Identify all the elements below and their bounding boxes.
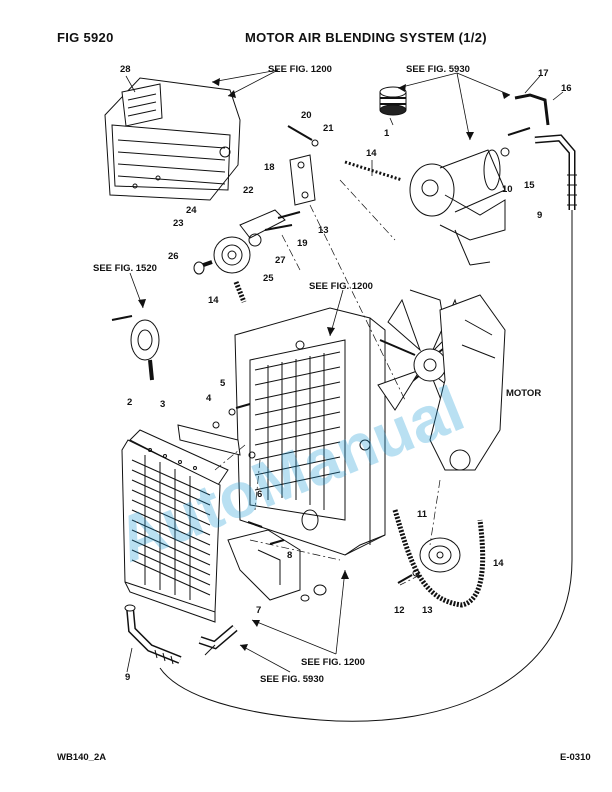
ref-fig-5930-bottom: SEE FIG. 5930	[260, 674, 324, 685]
label-15: 15	[524, 180, 535, 191]
label-motor: MOTOR	[506, 388, 541, 399]
ref-fig-1200-top: SEE FIG. 1200	[268, 64, 332, 75]
bracket-7	[227, 521, 301, 601]
label-19: 19	[297, 238, 308, 249]
label-14-bottom: 14	[493, 558, 504, 569]
rod-14-top	[344, 160, 403, 182]
label-22: 22	[243, 185, 254, 196]
main-radiator	[234, 307, 386, 556]
label-28: 28	[120, 64, 131, 75]
spring-14-mid	[233, 281, 247, 303]
belt-14-bottom	[392, 509, 486, 608]
label-17: 17	[538, 68, 549, 79]
label-8: 8	[287, 550, 292, 561]
footer-doc-code: WB140_2A	[57, 752, 107, 763]
label-18: 18	[264, 162, 275, 173]
pulley-11	[419, 537, 461, 573]
label-3: 3	[160, 399, 165, 410]
hose-set-right	[500, 93, 577, 210]
lower-cooler-2	[121, 429, 229, 623]
footer-page-code: E-0310	[560, 752, 591, 763]
label-7: 7	[256, 605, 261, 616]
label-21: 21	[323, 123, 334, 134]
horn-assembly	[111, 315, 160, 381]
upper-cooler-assembly	[104, 77, 241, 201]
label-2: 2	[127, 397, 132, 408]
ref-fig-1520: SEE FIG. 1520	[93, 263, 157, 274]
bracket-3	[177, 403, 256, 459]
label-9-top: 9	[537, 210, 542, 221]
figure-references: SEE FIG. 1200 SEE FIG. 5930 SEE FIG. 152…	[93, 64, 470, 685]
ref-fig-1200-bottom: SEE FIG. 1200	[301, 657, 365, 668]
label-26: 26	[168, 251, 179, 262]
part-1-cap	[379, 86, 407, 116]
bracket-group	[239, 125, 319, 239]
label-13-upper: 13	[318, 225, 329, 236]
part-number-labels: 1 2 3 4 5 6 7 8 9 9 10 11 12 13 13 14 14…	[120, 64, 572, 683]
connecting-hose-line	[159, 210, 573, 722]
label-24: 24	[186, 205, 197, 216]
label-5: 5	[220, 378, 226, 389]
ref-fig-1200-mid: SEE FIG. 1200	[309, 281, 373, 292]
figure-number: FIG 5920	[57, 30, 114, 45]
ref-fig-5930-top: SEE FIG. 5930	[406, 64, 470, 75]
label-14-mid: 14	[208, 295, 219, 306]
page-title: MOTOR AIR BLENDING SYSTEM (1/2)	[245, 30, 487, 45]
label-1: 1	[384, 128, 390, 139]
label-10: 10	[502, 184, 513, 195]
lower-fasteners	[300, 569, 420, 602]
pulley-25	[193, 233, 262, 275]
alignment-lines	[214, 179, 441, 586]
arrowheads	[138, 78, 510, 651]
label-12: 12	[394, 605, 405, 616]
label-6: 6	[257, 489, 262, 500]
compressor-assembly	[409, 149, 506, 266]
label-4: 4	[206, 393, 212, 404]
label-16: 16	[561, 83, 572, 94]
label-27: 27	[275, 255, 286, 266]
hose-9-lower	[124, 604, 238, 665]
label-9-bottom: 9	[125, 672, 130, 683]
label-23: 23	[173, 218, 184, 229]
label-25: 25	[263, 273, 274, 284]
label-14-top: 14	[366, 148, 377, 159]
label-13-lower: 13	[422, 605, 433, 616]
fan-motor-assembly	[377, 289, 506, 471]
label-11: 11	[417, 509, 428, 520]
label-20: 20	[301, 110, 312, 121]
